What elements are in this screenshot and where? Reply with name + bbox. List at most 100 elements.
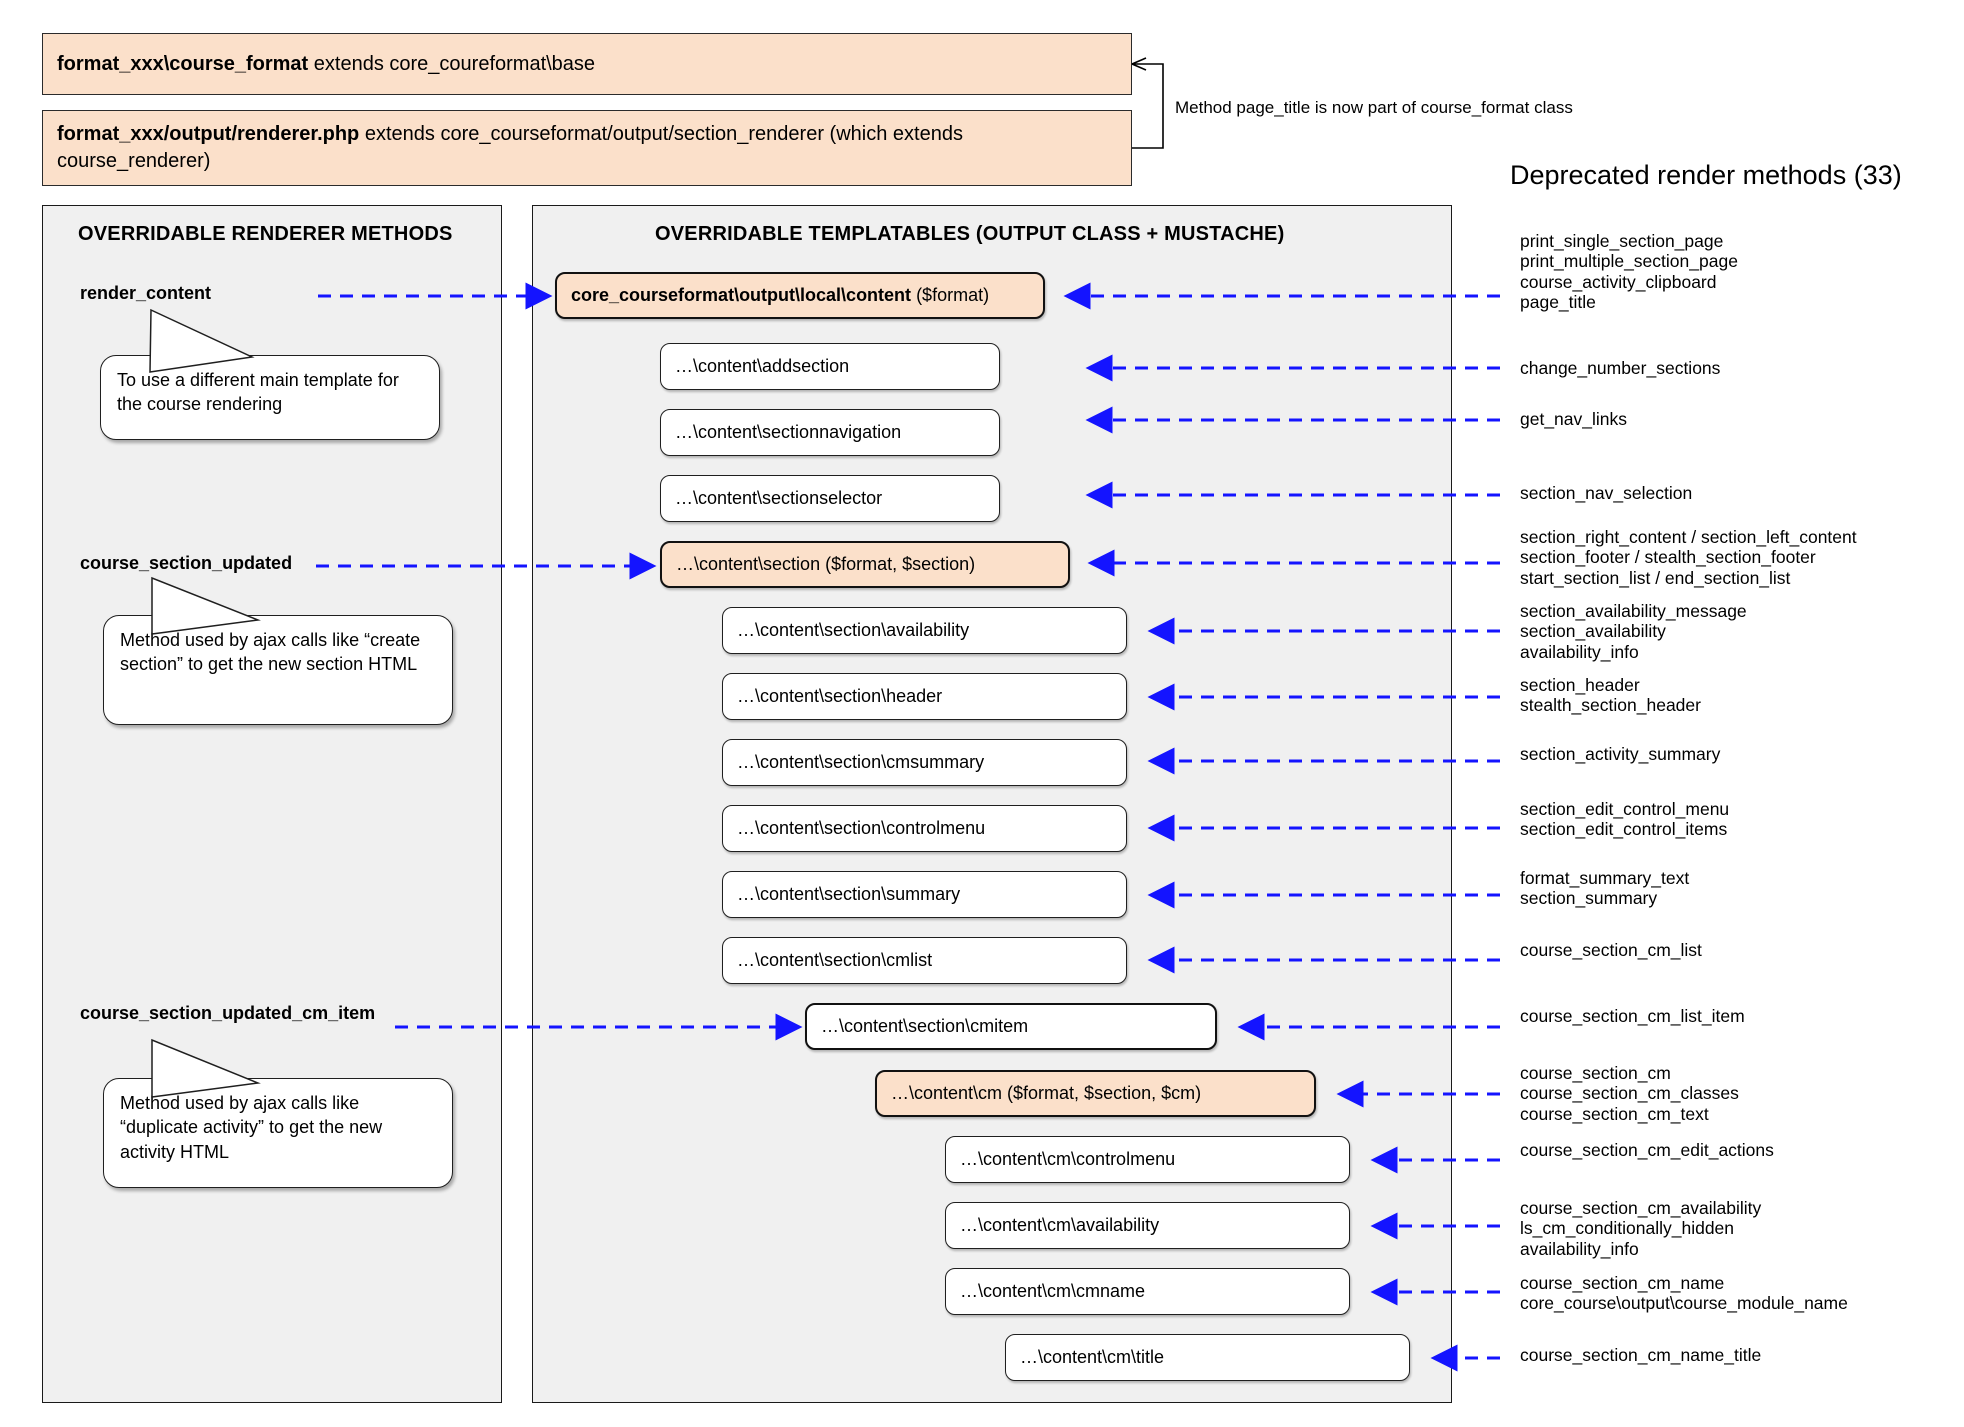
class-inheritance-rest: extends core_coureformat\base: [308, 52, 596, 75]
deprecated-line: section_footer / stealth_section_footer: [1520, 547, 1816, 568]
templatable-box-section-header-label: …\content\section\header: [737, 686, 943, 706]
deprecated-line: course_section_cm_list: [1520, 940, 1702, 960]
templatable-box-section-label: …\content\section ($format, $section): [676, 554, 976, 574]
deprecated-line: availability_info: [1520, 1238, 1639, 1259]
templatable-box-cm-availability-label: …\content\cm\availability: [960, 1215, 1160, 1235]
templatable-box-section-cmlist-label: …\content\section\cmlist: [737, 950, 933, 970]
templatable-box-section-summary-label: …\content\section\summary: [737, 884, 961, 904]
templatable-box-content-label: core_courseformat\output\local\content (…: [571, 285, 990, 305]
deprecated-group-6: section_header stealth_section_header: [1520, 675, 1701, 716]
deprecated-line: section_right_content / section_left_con…: [1520, 527, 1857, 547]
deprecated-line: section_activity_summary: [1520, 744, 1721, 764]
deprecated-line: print_single_section_page: [1520, 231, 1724, 251]
deprecated-line: course_section_cm_classes: [1520, 1083, 1739, 1104]
deprecated-group-13: course_section_cm_edit_actions: [1520, 1140, 1774, 1160]
deprecated-line: change_number_sections: [1520, 358, 1721, 378]
templatable-box-section-cmitem-label: …\content\section\cmitem: [821, 1016, 1029, 1036]
deprecated-group-10: course_section_cm_list: [1520, 940, 1702, 960]
deprecated-group-9: format_summary_text section_summary: [1520, 868, 1689, 909]
deprecated-group-1: change_number_sections: [1520, 358, 1720, 378]
templatable-box-sectionselector[interactable]: …\content\sectionselector: [660, 475, 1000, 522]
deprecated-line: section_availability_message: [1520, 601, 1747, 621]
templatable-box-cm-label: …\content\cm ($format, $section, $cm): [891, 1083, 1202, 1103]
templatable-box-section-cmsummary[interactable]: …\content\section\cmsummary: [722, 739, 1127, 786]
method-label-course-section-updated: course_section_updated: [80, 553, 293, 573]
templatable-box-cm[interactable]: …\content\cm ($format, $section, $cm): [875, 1070, 1316, 1117]
callout-course-section-updated-cm-item: Method used by ajax calls like “duplicat…: [103, 1078, 453, 1188]
templatable-box-cm-title[interactable]: …\content\cm\title: [1005, 1334, 1410, 1381]
deprecated-group-7: section_activity_summary: [1520, 744, 1720, 764]
deprecated-group-5: section_availability_message section_ava…: [1520, 601, 1747, 662]
templatable-box-sectionnavigation[interactable]: …\content\sectionnavigation: [660, 409, 1000, 456]
deprecated-line: stealth_section_header: [1520, 695, 1701, 716]
deprecated-line: section_summary: [1520, 888, 1658, 909]
deprecated-line: print_multiple_section_page: [1520, 251, 1738, 272]
deprecated-group-16: course_section_cm_name_title: [1520, 1345, 1761, 1365]
callout-render-content: To use a different main template for the…: [100, 355, 440, 440]
deprecated-line: section_edit_control_items: [1520, 819, 1728, 840]
templatable-box-section-summary[interactable]: …\content\section\summary: [722, 871, 1127, 918]
center-panel-title: OVERRIDABLE TEMPLATABLES (OUTPUT CLASS +…: [655, 223, 1285, 245]
deprecated-group-14: course_section_cm_availability ls_cm_con…: [1520, 1198, 1761, 1259]
class-inheritance-text: format_xxx\course_format extends core_co…: [57, 51, 595, 78]
deprecated-group-8: section_edit_control_menu section_edit_c…: [1520, 799, 1729, 840]
deprecated-methods-title: Deprecated render methods (33): [1510, 160, 1902, 190]
templatable-box-section-cmitem[interactable]: …\content\section\cmitem: [805, 1003, 1217, 1050]
renderer-inheritance-bold: format_xxx/output/renderer.php: [57, 123, 360, 145]
templatable-box-section-cmsummary-label: …\content\section\cmsummary: [737, 752, 985, 772]
templatable-box-sectionnavigation-label: …\content\sectionnavigation: [675, 422, 902, 442]
templatable-box-section-controlmenu-label: …\content\section\controlmenu: [737, 818, 986, 838]
templatable-box-sectionselector-label: …\content\sectionselector: [675, 488, 883, 508]
renderer-inheritance-rest: extends core_courseformat/output/section…: [57, 123, 963, 172]
deprecated-line: course_section_cm_name: [1520, 1273, 1725, 1293]
templatable-box-section-header[interactable]: …\content\section\header: [722, 673, 1127, 720]
deprecated-line: page_title: [1520, 291, 1596, 312]
renderer-inheritance-text: format_xxx/output/renderer.php extends c…: [57, 121, 1117, 175]
templatable-box-content[interactable]: core_courseformat\output\local\content (…: [555, 272, 1045, 319]
method-label-render-content: render_content: [80, 283, 212, 303]
deprecated-line: course_section_cm_list_item: [1520, 1006, 1745, 1026]
deprecated-line: course_activity_clipboard: [1520, 271, 1717, 292]
templatable-box-section-availability[interactable]: …\content\section\availability: [722, 607, 1127, 654]
templatable-box-section-controlmenu[interactable]: …\content\section\controlmenu: [722, 805, 1127, 852]
deprecated-line: ls_cm_conditionally_hidden: [1520, 1218, 1735, 1239]
deprecated-group-0: print_single_section_page print_multiple…: [1520, 231, 1738, 312]
deprecated-line: course_section_cm_edit_actions: [1520, 1140, 1774, 1160]
deprecated-line: course_section_cm_text: [1520, 1103, 1709, 1124]
class-inheritance-box: format_xxx\course_format extends core_co…: [42, 33, 1132, 95]
deprecated-line: section_nav_selection: [1520, 483, 1693, 503]
deprecated-line: section_edit_control_menu: [1520, 799, 1730, 819]
deprecated-line: section_header: [1520, 675, 1640, 695]
renderer-inheritance-box: format_xxx/output/renderer.php extends c…: [42, 110, 1132, 186]
templatable-box-addsection[interactable]: …\content\addsection: [660, 343, 1000, 390]
templatable-box-cm-availability[interactable]: …\content\cm\availability: [945, 1202, 1350, 1249]
deprecated-line: start_section_list / end_section_list: [1520, 567, 1791, 588]
templatable-box-addsection-label: …\content\addsection: [675, 356, 850, 376]
deprecated-line: course_section_cm_availability: [1520, 1198, 1762, 1218]
deprecated-line: course_section_cm_name_title: [1520, 1345, 1762, 1365]
templatable-box-cm-controlmenu-label: …\content\cm\controlmenu: [960, 1149, 1176, 1169]
deprecated-group-3: section_nav_selection: [1520, 483, 1692, 503]
deprecated-group-2: get_nav_links: [1520, 409, 1627, 429]
deprecated-group-12: course_section_cm course_section_cm_clas…: [1520, 1063, 1739, 1124]
templatable-box-section[interactable]: …\content\section ($format, $section): [660, 541, 1070, 588]
page-title-bracket: [1131, 57, 1164, 149]
templatable-box-cm-title-label: …\content\cm\title: [1020, 1347, 1165, 1367]
templatable-box-cm-cmname-label: …\content\cm\cmname: [960, 1281, 1146, 1301]
templatable-box-cm-cmname[interactable]: …\content\cm\cmname: [945, 1268, 1350, 1315]
deprecated-line: section_availability: [1520, 621, 1666, 642]
method-label-course-section-updated-cm-item: course_section_updated_cm_item: [80, 1003, 376, 1023]
deprecated-group-11: course_section_cm_list_item: [1520, 1006, 1745, 1026]
deprecated-line: get_nav_links: [1520, 409, 1628, 429]
deprecated-group-15: course_section_cm_name core_course\outpu…: [1520, 1273, 1848, 1314]
callout-course-section-updated: Method used by ajax calls like “create s…: [103, 615, 453, 725]
deprecated-line: course_section_cm: [1520, 1063, 1671, 1083]
templatable-box-cm-controlmenu[interactable]: …\content\cm\controlmenu: [945, 1136, 1350, 1183]
deprecated-line: availability_info: [1520, 641, 1639, 662]
templatable-box-section-cmlist[interactable]: …\content\section\cmlist: [722, 937, 1127, 984]
templatable-box-section-availability-label: …\content\section\availability: [737, 620, 970, 640]
deprecated-line: format_summary_text: [1520, 868, 1690, 888]
left-panel-title: OVERRIDABLE RENDERER METHODS: [78, 223, 453, 245]
deprecated-line: core_course\output\course_module_name: [1520, 1293, 1848, 1314]
class-inheritance-bold: format_xxx\course_format: [57, 52, 309, 75]
